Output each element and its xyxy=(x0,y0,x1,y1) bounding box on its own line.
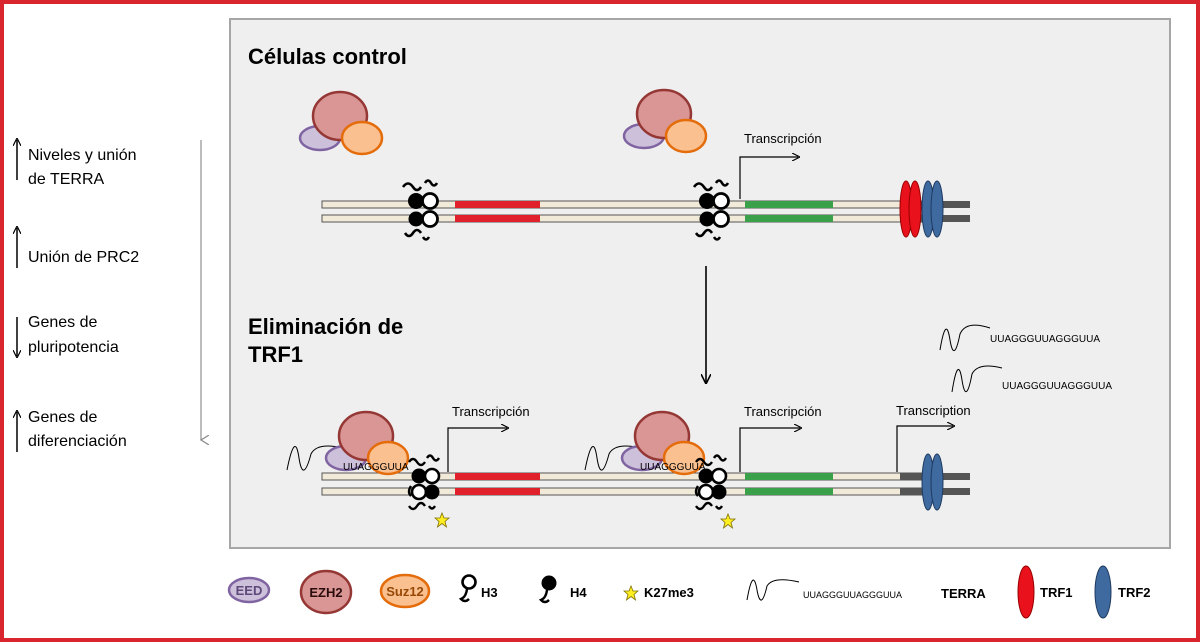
deletion-transcription-label-2: Transcripción xyxy=(744,404,822,419)
legend-terra-icon xyxy=(746,579,800,601)
bound-terra-2 xyxy=(584,445,642,471)
free-terra-2 xyxy=(951,365,1003,393)
legend-terra-seq: UUAGGGUUAGGGUUA xyxy=(803,590,902,600)
legend-ezh2-label: EZH2 xyxy=(309,585,342,600)
legend-h4-icon xyxy=(538,575,557,604)
legend: EED EZH2 Suz12 H3 H4 K27me3 UUAGGGUUAGGG… xyxy=(227,565,1151,619)
legend-terra-label: TERRA xyxy=(941,586,986,601)
free-terra-1 xyxy=(939,324,991,351)
legend-h4-label: H4 xyxy=(570,585,587,600)
left-summary: Niveles y unión de TERRA Unión de PRC2 G… xyxy=(17,140,201,452)
left-item-4-line2: diferenciación xyxy=(28,433,127,450)
green-gene-region xyxy=(745,201,833,208)
free-terra-2-seq: UUAGGGUUAGGGUUA xyxy=(1002,381,1112,392)
legend-trf2-icon xyxy=(1094,565,1112,619)
trf2-protein xyxy=(930,453,944,511)
left-item-3-line2: pluripotencia xyxy=(28,339,119,356)
legend-eed-label: EED xyxy=(236,583,263,598)
left-item-3-line1: Genes de xyxy=(28,314,97,331)
legend-trf1-icon xyxy=(1017,565,1035,619)
deletion-transcription-label-3: Transcription xyxy=(896,403,971,418)
deletion-title-line2: TRF1 xyxy=(248,342,303,367)
transcription-arrow xyxy=(739,428,800,472)
legend-trf1-label: TRF1 xyxy=(1040,585,1073,600)
trf2-protein xyxy=(930,180,944,238)
legend-suz12-icon xyxy=(379,573,431,609)
bound-terra-2-seq: UUAGGGUUA xyxy=(640,462,706,473)
legend-trf2-label: TRF2 xyxy=(1118,585,1151,600)
legend-h3-icon xyxy=(458,574,477,603)
deletion-transcription-label-1: Transcripción xyxy=(452,404,530,419)
free-terra-1-seq: UUAGGGUUAGGGUUA xyxy=(990,334,1100,345)
left-item-1-line1: Niveles y unión xyxy=(28,147,137,164)
bound-terra-1-seq: UUAGGGUUA xyxy=(343,462,409,473)
legend-suz12-label: Suz12 xyxy=(386,584,424,599)
transcription-arrow xyxy=(739,157,798,199)
control-title: Células control xyxy=(248,44,407,69)
transcription-arrow xyxy=(447,428,507,472)
trf1-protein xyxy=(908,180,922,238)
bound-terra-1 xyxy=(286,445,344,471)
legend-h3-label: H3 xyxy=(481,585,498,600)
control-transcription-label: Transcripción xyxy=(744,131,822,146)
left-item-2-line1: Unión de PRC2 xyxy=(28,249,139,266)
legend-eed-icon xyxy=(227,576,271,604)
red-gene-region xyxy=(455,201,540,208)
transcription-arrow xyxy=(896,426,953,472)
left-item-4-line1: Genes de xyxy=(28,409,97,426)
legend-ezh2-icon xyxy=(299,569,353,615)
deletion-title-line1: Eliminación de xyxy=(248,314,403,339)
left-item-1-line2: de TERRA xyxy=(28,171,105,188)
legend-k27me3-label: K27me3 xyxy=(644,585,694,600)
